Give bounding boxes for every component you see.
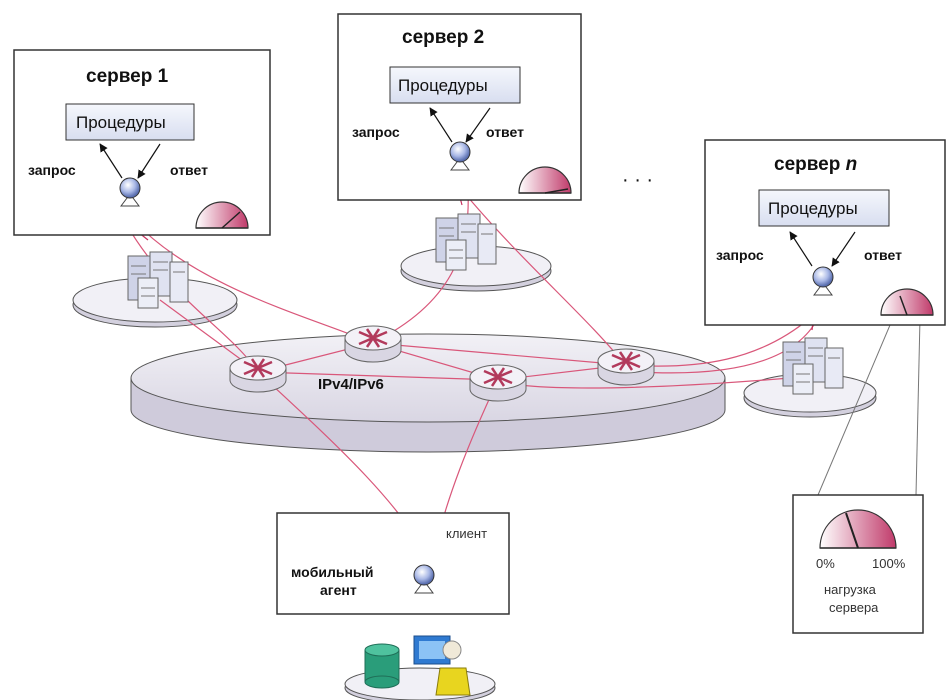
database-icon — [364, 643, 400, 689]
response-label: ответ — [170, 162, 208, 178]
server-1-panel: сервер 1 Процедуры запрос ответ — [13, 49, 271, 236]
server-title: сервер 1 — [86, 66, 169, 87]
response-label: ответ — [864, 247, 902, 263]
request-label: запрос — [28, 162, 76, 178]
server-title: сервер 2 — [402, 27, 484, 48]
mobile-agent-panel: клиент мобильный агент — [276, 512, 510, 615]
load-min-label: 0% — [816, 556, 835, 571]
response-label: ответ — [486, 124, 524, 140]
load-legend-panel: 0% 100% нагрузка сервера — [792, 494, 924, 634]
load-caption-line1: нагрузка — [824, 582, 877, 597]
user-workstation-icon — [413, 635, 471, 696]
load-gauge-icon — [819, 509, 897, 549]
workstation-group — [344, 635, 496, 700]
server-rack-icon — [127, 251, 189, 309]
more-servers-ellipsis: · · · — [622, 169, 653, 191]
legend-leaders — [817, 317, 921, 496]
server-rack-icon — [435, 213, 497, 271]
procedures-label: Процедуры — [398, 76, 488, 95]
server-title: сервер n — [774, 154, 857, 175]
procedures-label: Процедуры — [768, 199, 858, 218]
router-icon — [468, 363, 528, 403]
client-label: клиент — [446, 526, 487, 541]
router-icon — [228, 354, 288, 394]
server-rack-icon — [782, 337, 844, 395]
network-label: IPv4/IPv6 — [318, 376, 384, 393]
request-label: запрос — [716, 247, 764, 263]
agent-label-line2: агент — [320, 582, 357, 598]
request-label: запрос — [352, 124, 400, 140]
router-icon — [343, 324, 403, 364]
server-2-panel: сервер 2 Процедуры запрос ответ — [337, 13, 582, 201]
load-max-label: 100% — [872, 556, 906, 571]
load-caption-line2: сервера — [829, 600, 879, 615]
agent-label-line1: мобильный — [291, 564, 374, 580]
router-icon — [596, 347, 656, 387]
server-n-panel: сервер n Процедуры запрос ответ — [704, 139, 946, 326]
procedures-label: Процедуры — [76, 113, 166, 132]
